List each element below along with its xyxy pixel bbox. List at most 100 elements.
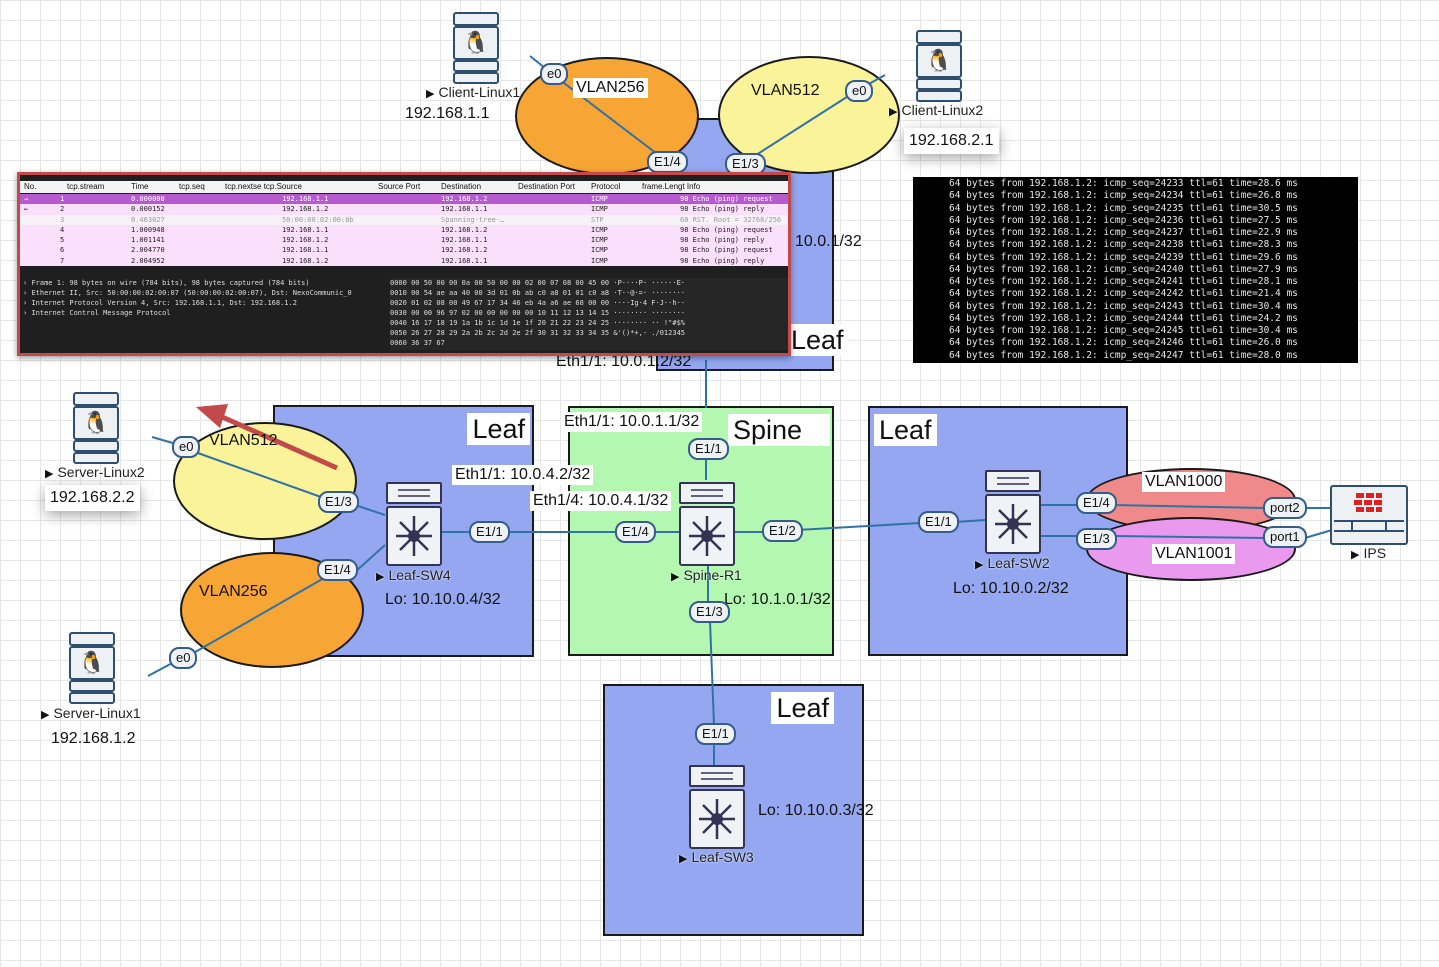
ips-firewall[interactable]	[1330, 485, 1408, 545]
spine-e14-port[interactable]: E1/4	[615, 521, 656, 543]
leaf-sw3-e11-port[interactable]: E1/1	[695, 723, 736, 745]
server-linux2-label: Server-Linux2	[45, 463, 144, 483]
hex-line: 0060 36 37 67	[390, 339, 445, 347]
server-linux1-server[interactable]: 🐧	[69, 632, 115, 704]
col-destination-port[interactable]: Destination Port	[518, 182, 575, 191]
spine-title: Spine	[728, 414, 830, 446]
server-linux1-e0-port[interactable]: e0	[169, 647, 198, 669]
col-destination[interactable]: Destination	[441, 182, 482, 191]
client-linux2-ip: 192.168.2.1	[904, 128, 999, 154]
packet-list-header: No. tcp.stream Time tcp.seq tcp.nextse t…	[20, 181, 788, 193]
hex-line: 0040 16 17 18 19 1a 1b 1c 1d 1e 1f 20 21…	[390, 319, 686, 327]
vlan256-client-label: VLAN256	[573, 78, 648, 98]
vlan1000-label: VLAN1000	[1142, 472, 1226, 492]
ping-terminal: 64 bytes from 192.168.1.2: icmp_seq=2423…	[913, 177, 1358, 363]
tux-icon: 🐧	[73, 406, 119, 440]
leaf-sw2-label: Leaf-SW2	[975, 554, 1049, 574]
col-time[interactable]: Time	[131, 182, 149, 191]
col-tcp-seq[interactable]: tcp.seq	[179, 182, 205, 191]
red-arrow-annotation	[196, 404, 339, 471]
leaf-sw4-e14-port[interactable]: E1/4	[317, 559, 358, 581]
server-linux2-e0-port[interactable]: e0	[172, 436, 201, 458]
detail-line[interactable]: › Frame 1: 98 bytes on wire (784 bits), …	[23, 279, 310, 287]
leaf-sw4-e13-port[interactable]: E1/3	[318, 491, 359, 513]
nexus-switch-icon	[386, 506, 442, 566]
col-no[interactable]: No.	[24, 182, 37, 191]
client-linux2-server[interactable]: 🐧	[916, 30, 962, 102]
tux-icon: 🐧	[916, 44, 962, 78]
hex-line: 0010 00 54 ae aa 40 00 3d 01 0b ab c0 a8…	[390, 289, 686, 297]
client-linux1-server[interactable]: 🐧	[453, 12, 499, 84]
spine-e12-port[interactable]: E1/2	[762, 520, 803, 542]
leaf-sw2-switch[interactable]	[985, 470, 1041, 556]
server-linux1-label: Server-Linux1	[41, 704, 140, 724]
ips-port2[interactable]: port2	[1263, 497, 1307, 519]
spine-e13-port[interactable]: E1/3	[689, 601, 730, 623]
terminal-line: 64 bytes from 192.168.1.2: icmp_seq=2423…	[949, 239, 1298, 251]
nexus-switch-icon	[985, 494, 1041, 554]
ips-label: IPS	[1351, 544, 1386, 564]
client-linux1-e0-port[interactable]: e0	[540, 63, 569, 85]
terminal-line: 64 bytes from 192.168.1.2: icmp_seq=2424…	[949, 349, 1298, 361]
terminal-line: 64 bytes from 192.168.1.2: icmp_seq=2423…	[949, 227, 1298, 238]
leaf-sw4-loopback: Lo: 10.10.0.4/32	[385, 591, 501, 608]
tux-icon: 🐧	[453, 26, 499, 60]
leaf-sw3-label: Leaf-SW3	[679, 848, 753, 868]
leaf-sw3-switch[interactable]	[689, 765, 745, 851]
terminal-line: 64 bytes from 192.168.1.2: icmp_seq=2423…	[949, 214, 1298, 226]
col-source-port[interactable]: Source Port	[378, 182, 421, 191]
client-linux2-label: Client-Linux2	[889, 101, 983, 121]
leaf-sw2-e13-port[interactable]: E1/3	[1076, 528, 1117, 550]
col-tcp-stream[interactable]: tcp.stream	[67, 182, 105, 191]
top-leaf-e14-port[interactable]: E1/4	[647, 151, 688, 173]
firewall-icon	[1334, 493, 1404, 532]
leaf-sw4-e11-port[interactable]: E1/1	[469, 521, 510, 543]
packet-details-pane: › Frame 1: 98 bytes on wire (784 bits), …	[23, 278, 385, 350]
vlan512-server-ellipse	[173, 422, 357, 540]
col-protocol[interactable]: Protocol	[591, 182, 621, 191]
wireshark-capture-window: No. tcp.stream Time tcp.seq tcp.nextse t…	[17, 172, 791, 356]
leaf-sw2-e11-port[interactable]: E1/1	[918, 511, 959, 533]
terminal-line: 64 bytes from 192.168.1.2: icmp_seq=2423…	[949, 178, 1298, 189]
server-linux2-ip: 192.168.2.2	[45, 485, 140, 511]
leaf-sw4-eth11-label: Eth1/1: 10.0.4.2/32	[452, 465, 594, 485]
detail-line[interactable]: › Internet Protocol Version 4, Src: 192.…	[23, 299, 297, 307]
col-tcp-nextseq-source[interactable]: tcp.nextse tcp.Source	[225, 182, 302, 191]
hex-line: 0000 00 50 00 00 0a 00 50 00 00 02 00 07…	[390, 279, 686, 287]
terminal-line: 64 bytes from 192.168.1.2: icmp_seq=2424…	[949, 288, 1298, 300]
leaf-sw4-switch[interactable]	[386, 482, 442, 568]
client-linux1-ip: 192.168.1.1	[405, 105, 490, 122]
terminal-line: 64 bytes from 192.168.1.2: icmp_seq=2423…	[949, 251, 1298, 263]
nexus-switch-icon	[679, 506, 735, 566]
spine-e11-port[interactable]: E1/1	[688, 438, 729, 460]
server-linux2-server[interactable]: 🐧	[73, 392, 119, 464]
leaf-sw2-e14-port[interactable]: E1/4	[1076, 492, 1117, 514]
vlan512-client-label: VLAN512	[751, 82, 820, 99]
leaf-sw3-title: Leaf	[771, 692, 834, 724]
detail-line[interactable]: › Ethernet II, Src: 50:00:00:02:00:07 (5…	[23, 289, 352, 297]
spine-r1-switch[interactable]	[679, 482, 735, 568]
leaf-top-title: Leaf	[786, 324, 849, 356]
top-leaf-partial-label: 10.0.1/32	[795, 233, 862, 250]
leaf-sw4-title: Leaf	[467, 413, 530, 445]
detail-line[interactable]: › Internet Control Message Protocol	[23, 309, 171, 317]
hex-line: 0050 26 27 28 29 2a 2b 2c 2d 2e 2f 30 31…	[390, 329, 686, 337]
spine-r1-label: Spine-R1	[671, 566, 741, 586]
leaf-sw3-loopback: Lo: 10.10.0.3/32	[758, 802, 874, 819]
leaf-sw2-title: Leaf	[874, 414, 937, 446]
server-linux1-ip: 192.168.1.2	[51, 730, 136, 747]
terminal-line: 64 bytes from 192.168.1.2: icmp_seq=2424…	[949, 325, 1298, 336]
client-linux2-e0-port[interactable]: e0	[845, 80, 874, 102]
spine-eth11-label: Eth1/1: 10.0.1.1/32	[561, 412, 703, 432]
ips-port1[interactable]: port1	[1263, 526, 1307, 548]
vlan1001-label: VLAN1001	[1152, 544, 1236, 564]
col-frame-length-info[interactable]: frame.Lengt Info	[642, 182, 701, 191]
